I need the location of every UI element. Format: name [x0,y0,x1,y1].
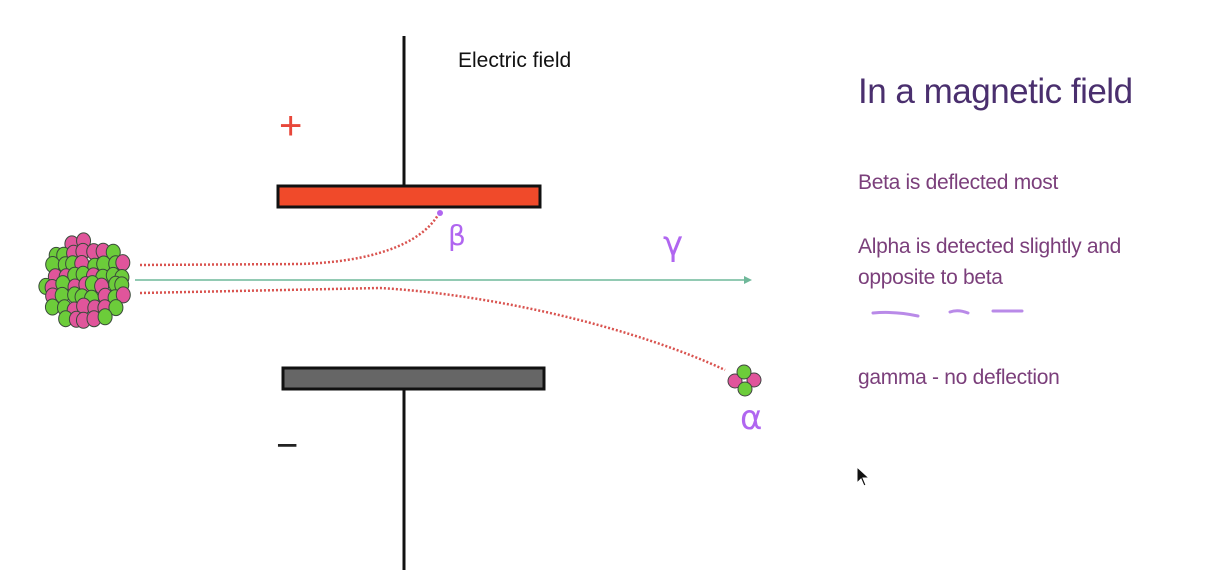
handwritten-underline [871,309,1024,318]
radioactive-source-nucleus [38,232,131,329]
beta-particle [437,210,443,216]
positive-sign: + [279,104,303,148]
negative-plate [281,366,546,391]
gamma-arrowhead [744,276,752,284]
proton [115,254,131,272]
gamma-label: γ [663,224,684,264]
mouse-cursor-icon [856,465,871,487]
electric-field-label: Electric field [458,49,572,72]
neutron [108,299,124,317]
positive-plate [276,184,542,209]
alpha-path [139,286,726,372]
negative-sign: − [276,425,299,467]
alpha-label: α [740,398,763,438]
proton [115,286,131,304]
note-gamma: gamma - no deflection [858,366,1060,389]
neutron [97,308,113,326]
note-alpha-line2: opposite to beta [858,266,1003,289]
note-beta: Beta is deflected most [858,171,1059,194]
notes-title: In a magnetic field [858,72,1133,111]
beta-path [139,214,440,267]
note-alpha-line1: Alpha is detected slightly and [858,235,1122,258]
beta-label: β [448,219,466,252]
alpha-particle-nucleus [727,364,762,397]
